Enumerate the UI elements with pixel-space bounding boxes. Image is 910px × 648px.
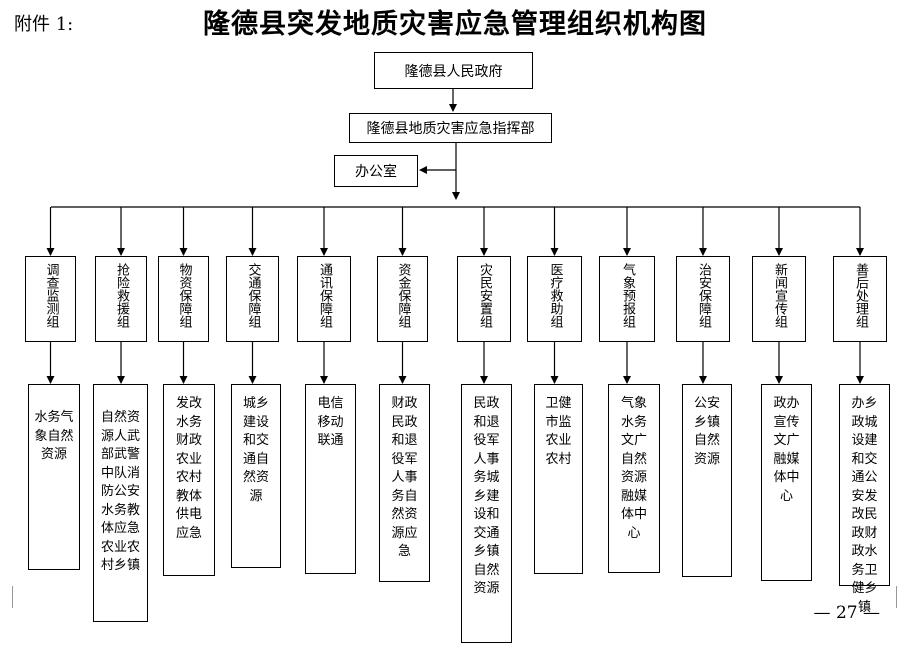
members-box: 电信移动联通 (305, 384, 356, 574)
group-box: 调查监测组 (25, 256, 76, 342)
office-label: 办公室 (355, 164, 397, 180)
group-box: 灾民安置组 (457, 256, 511, 342)
group-name: 新闻宣传组 (772, 263, 787, 328)
crop-mark-left (12, 586, 13, 608)
group-name: 交通保障组 (245, 263, 261, 328)
members-text: 发改水务财政农业农村教体供电应急 (175, 396, 202, 541)
members-text: 财政民政和退役军人事务自然资源应急 (391, 396, 418, 559)
group-box: 资金保障组 (377, 256, 428, 342)
group-box: 气象预报组 (599, 256, 655, 342)
group-box: 物资保障组 (158, 256, 209, 342)
crop-mark-right (896, 586, 897, 608)
group-name: 资金保障组 (395, 263, 411, 328)
office-box: 办公室 (334, 155, 418, 187)
command-center-box: 隆德县地质灾害应急指挥部 (349, 113, 552, 143)
group-name: 医疗救助组 (547, 263, 563, 328)
county-government-box: 隆德县人民政府 (374, 52, 533, 89)
members-box: 民政和退役军人事务城乡建设和交通乡镇自然资源 (461, 384, 512, 643)
group-name: 通讯保障组 (317, 263, 332, 328)
members-text: 气象水务文广自然资源融媒体中心 (620, 396, 647, 541)
page-number: — 27 — (813, 603, 880, 623)
members-box: 城乡建设和交通自然资源 (231, 384, 281, 568)
group-name: 抢险救援组 (114, 263, 129, 328)
members-box: 财政民政和退役军人事务自然资源应急 (379, 384, 430, 582)
group-box: 通讯保障组 (297, 256, 351, 342)
members-box: 卫健市监农业农村 (534, 384, 583, 574)
attachment-label: 附件 1: (14, 14, 74, 35)
command-center-label: 隆德县地质灾害应急指挥部 (366, 121, 535, 137)
county-government-label: 隆德县人民政府 (404, 63, 503, 80)
group-name: 治安保障组 (696, 263, 711, 328)
members-box: 发改水务财政农业农村教体供电应急 (163, 384, 215, 576)
group-box: 新闻宣传组 (752, 256, 806, 342)
group-name: 善后处理组 (853, 263, 868, 328)
members-box: 办乡政城设建和交通公安发改民政财政水务卫健乡镇 (839, 384, 890, 615)
group-name: 物资保障组 (176, 263, 192, 328)
members-box: 自然资源人武部武警中队消防公安水务教体应急农业农村乡镇 (93, 384, 148, 622)
group-box: 治安保障组 (676, 256, 730, 342)
members-box: 水务气象自然资源 (28, 384, 80, 570)
members-box: 政办宣传文广融媒体中心 (761, 384, 812, 581)
members-text: 卫健市监农业农村 (545, 396, 572, 467)
members-text: 水务气象自然资源 (34, 410, 74, 462)
group-box: 医疗救助组 (527, 256, 582, 342)
members-text: 政办宣传文广融媒体中心 (773, 396, 800, 504)
group-box: 善后处理组 (833, 256, 887, 342)
members-box: 气象水务文广自然资源融媒体中心 (608, 384, 660, 573)
members-text: 公安乡镇自然资源 (693, 396, 720, 467)
members-text: 城乡建设和交通自然资源 (242, 396, 269, 504)
members-text: 电信移动联通 (317, 396, 344, 448)
group-box: 交通保障组 (226, 256, 279, 342)
group-name: 灾民安置组 (477, 263, 492, 328)
group-name: 调查监测组 (43, 263, 59, 328)
group-box: 抢险救援组 (95, 256, 147, 342)
members-box: 公安乡镇自然资源 (682, 384, 732, 577)
members-text: 自然资源人武部武警中队消防公安水务教体应急农业农村乡镇 (100, 410, 140, 573)
page-title: 隆德县突发地质灾害应急管理组织机构图 (203, 9, 707, 40)
group-name: 气象预报组 (620, 263, 635, 328)
members-text: 办乡政城设建和交通公安发改民政财政水务卫健乡镇 (851, 396, 878, 615)
members-text: 民政和退役军人事务城乡建设和交通乡镇自然资源 (473, 396, 500, 596)
